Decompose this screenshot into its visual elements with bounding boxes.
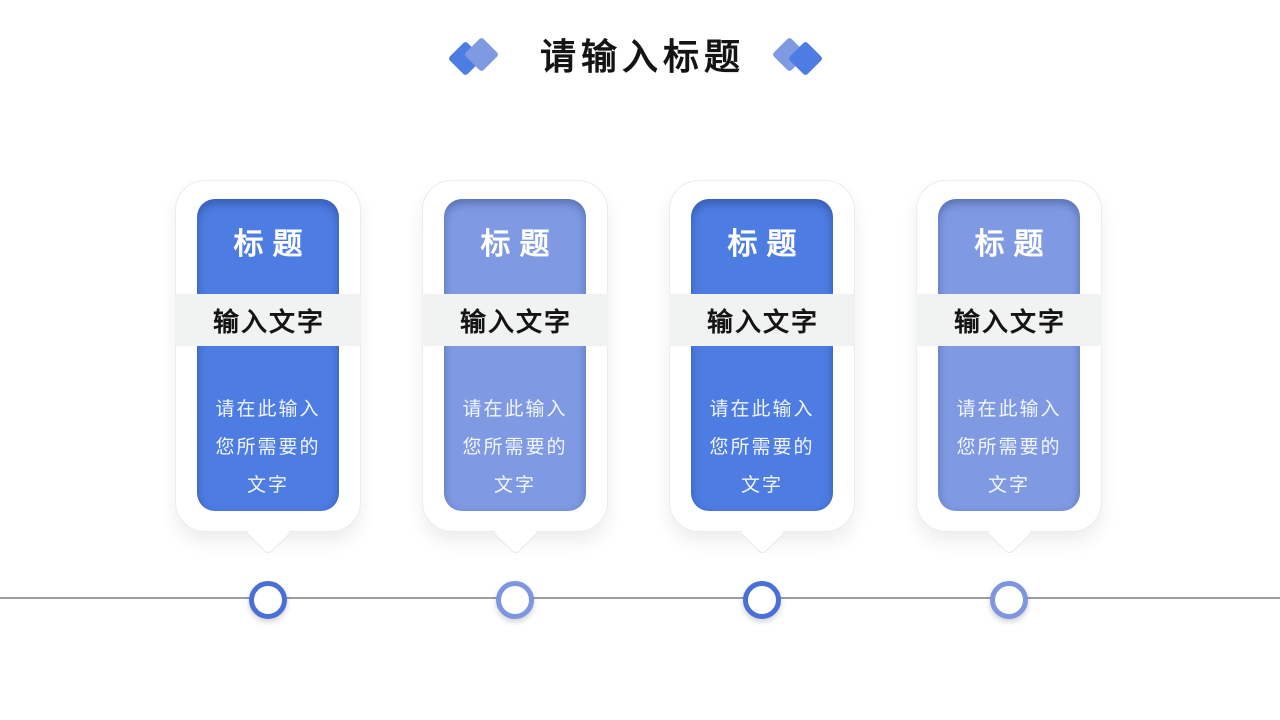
card-body[interactable]: 请在此输入 您所需要的 文字 [948,391,1070,505]
card-panel: 标题 请在此输入 您所需要的 文字 [197,199,339,511]
card-title[interactable]: 标题 [727,228,806,261]
timeline-node-4 [990,581,1028,619]
info-card-2[interactable]: 标题 请在此输入 您所需要的 文字 输入文字 [422,180,608,556]
card-subtitle[interactable]: 输入文字 [706,306,819,337]
card-subtitle-band: 输入文字 [669,294,855,346]
card-body-line: 请在此输入 [215,399,321,420]
card-subtitle-band: 输入文字 [422,294,608,346]
timeline-line [0,597,1280,599]
card-body-line: 您所需要的 [462,437,568,458]
card-panel: 标题 请在此输入 您所需要的 文字 [938,199,1080,511]
card-body[interactable]: 请在此输入 您所需要的 文字 [454,391,576,505]
card-body-line: 请在此输入 [462,399,568,420]
card-body-line: 文字 [246,475,289,496]
card-body-line: 您所需要的 [956,437,1062,458]
timeline-node-3 [743,581,781,619]
card-title[interactable]: 标题 [974,228,1053,261]
card-subtitle-band: 输入文字 [916,294,1102,346]
card-subtitle[interactable]: 输入文字 [459,306,572,337]
card-body-line: 文字 [987,475,1030,496]
card-pointer-tail [246,511,291,556]
card-subtitle[interactable]: 输入文字 [953,306,1066,337]
card-body-line: 文字 [493,475,536,496]
card-body-line: 请在此输入 [709,399,815,420]
diamonds-left-icon [447,34,507,80]
card-subtitle-band: 输入文字 [175,294,361,346]
timeline-node-1 [249,581,287,619]
card-title[interactable]: 标题 [233,228,312,261]
slide-header: 请输入标题 [0,32,1280,82]
timeline-node-2 [496,581,534,619]
card-pointer-tail [493,511,538,556]
card-panel: 标题 请在此输入 您所需要的 文字 [444,199,586,511]
card-subtitle[interactable]: 输入文字 [212,306,325,337]
card-body[interactable]: 请在此输入 您所需要的 文字 [207,391,329,505]
info-card-3[interactable]: 标题 请在此输入 您所需要的 文字 输入文字 [669,180,855,556]
card-body-line: 请在此输入 [956,399,1062,420]
card-title[interactable]: 标题 [480,228,559,261]
card-body-line: 文字 [740,475,783,496]
info-card-1[interactable]: 标题 请在此输入 您所需要的 文字 输入文字 [175,180,361,556]
card-body[interactable]: 请在此输入 您所需要的 文字 [701,391,823,505]
card-panel: 标题 请在此输入 您所需要的 文字 [691,199,833,511]
card-body-line: 您所需要的 [709,437,815,458]
card-body-line: 您所需要的 [215,437,321,458]
card-pointer-tail [740,511,785,556]
info-card-4[interactable]: 标题 请在此输入 您所需要的 文字 输入文字 [916,180,1102,556]
card-pointer-tail [987,511,1032,556]
diamonds-right-icon [771,34,831,80]
page-title[interactable]: 请输入标题 [539,36,745,77]
